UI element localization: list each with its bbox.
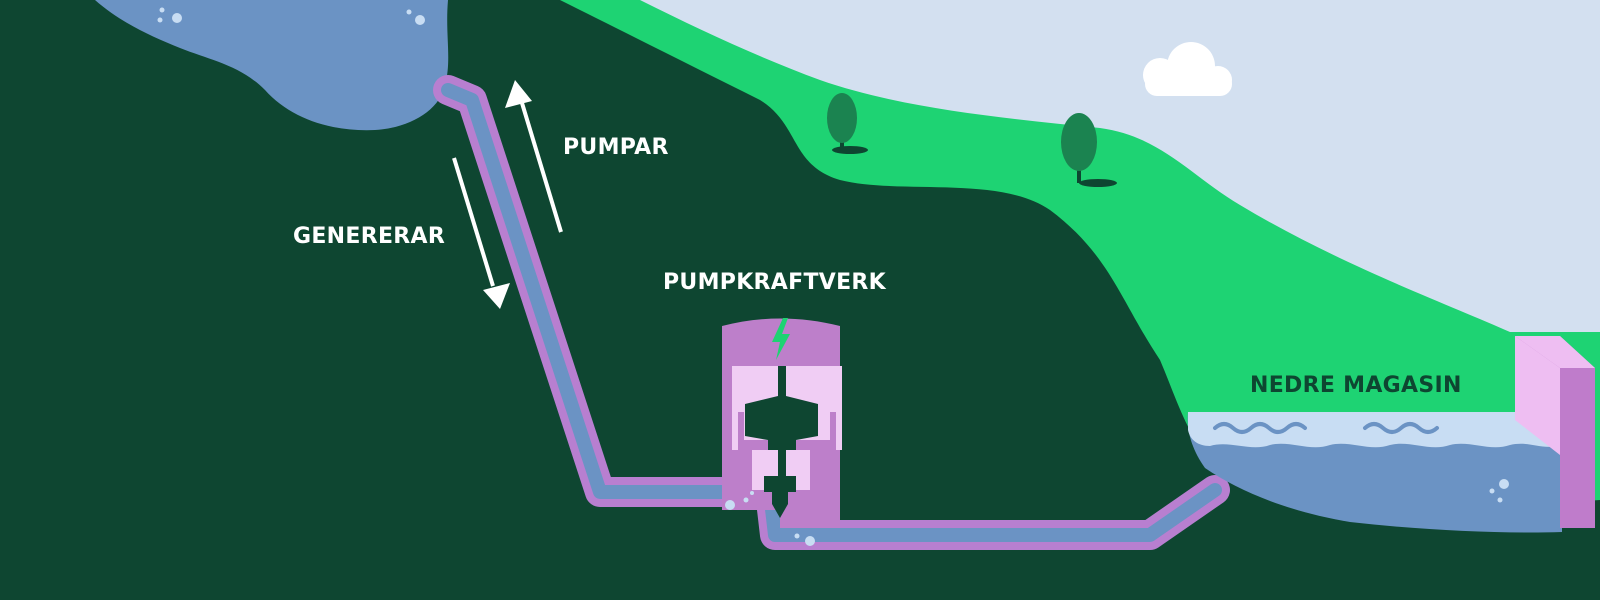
generating-label: GENERERAR	[293, 224, 446, 249]
pumping-label: PUMPAR	[563, 135, 669, 160]
bubble	[1489, 488, 1495, 494]
lower-reservoir-label: NEDRE MAGASIN	[1250, 373, 1462, 398]
arrow-up-icon	[505, 80, 563, 233]
bubble	[725, 500, 735, 510]
bubble	[406, 9, 412, 15]
upper-reservoir	[95, 0, 449, 131]
power-plant-label: PUMPKRAFTVERK	[663, 270, 886, 295]
power-plant	[722, 318, 842, 546]
bubble	[159, 7, 165, 13]
bubble	[805, 536, 815, 546]
arrow-down-icon	[452, 157, 510, 309]
bubble	[1497, 497, 1503, 503]
bubble	[743, 497, 749, 503]
bubble	[157, 17, 163, 23]
wave-decoration	[1213, 422, 1307, 434]
bubble	[172, 13, 182, 23]
dam	[1515, 336, 1595, 528]
bubble	[794, 533, 800, 539]
wave-decoration	[1363, 422, 1439, 434]
bubble	[1499, 479, 1509, 489]
bubble	[415, 15, 425, 25]
lightning-bolt-icon	[772, 318, 790, 360]
tree-icon	[1061, 113, 1117, 187]
bubble	[750, 491, 754, 495]
cloud-icon	[1143, 42, 1232, 96]
turbine-icon	[745, 366, 818, 518]
lower-reservoir-surface	[1188, 412, 1562, 448]
tree-icon	[827, 93, 868, 154]
